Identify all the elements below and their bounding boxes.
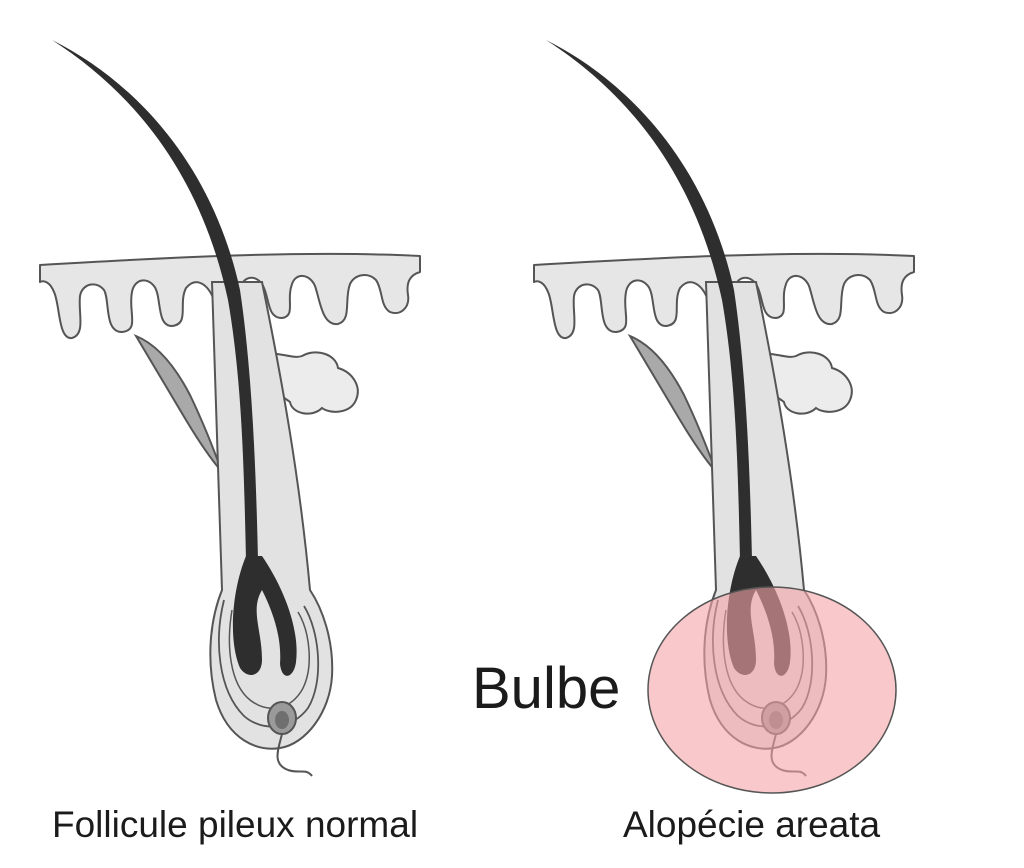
bulb-highlight-circle [647, 586, 897, 794]
arrector-muscle-right [627, 333, 717, 473]
bulb-label: Bulbe [472, 656, 621, 721]
arrector-muscle-left [133, 333, 223, 473]
panel-normal-follicle [39, 40, 421, 777]
sebaceous-gland-left [252, 351, 359, 415]
hair-bulb-dark-left [232, 556, 297, 676]
caption-normal-follicle: Follicule pileux normal [52, 804, 419, 845]
sebaceous-gland-right [746, 351, 853, 415]
caption-alopecia-areata: Alopécie areata [623, 804, 881, 845]
blood-vessel-left [276, 733, 313, 777]
